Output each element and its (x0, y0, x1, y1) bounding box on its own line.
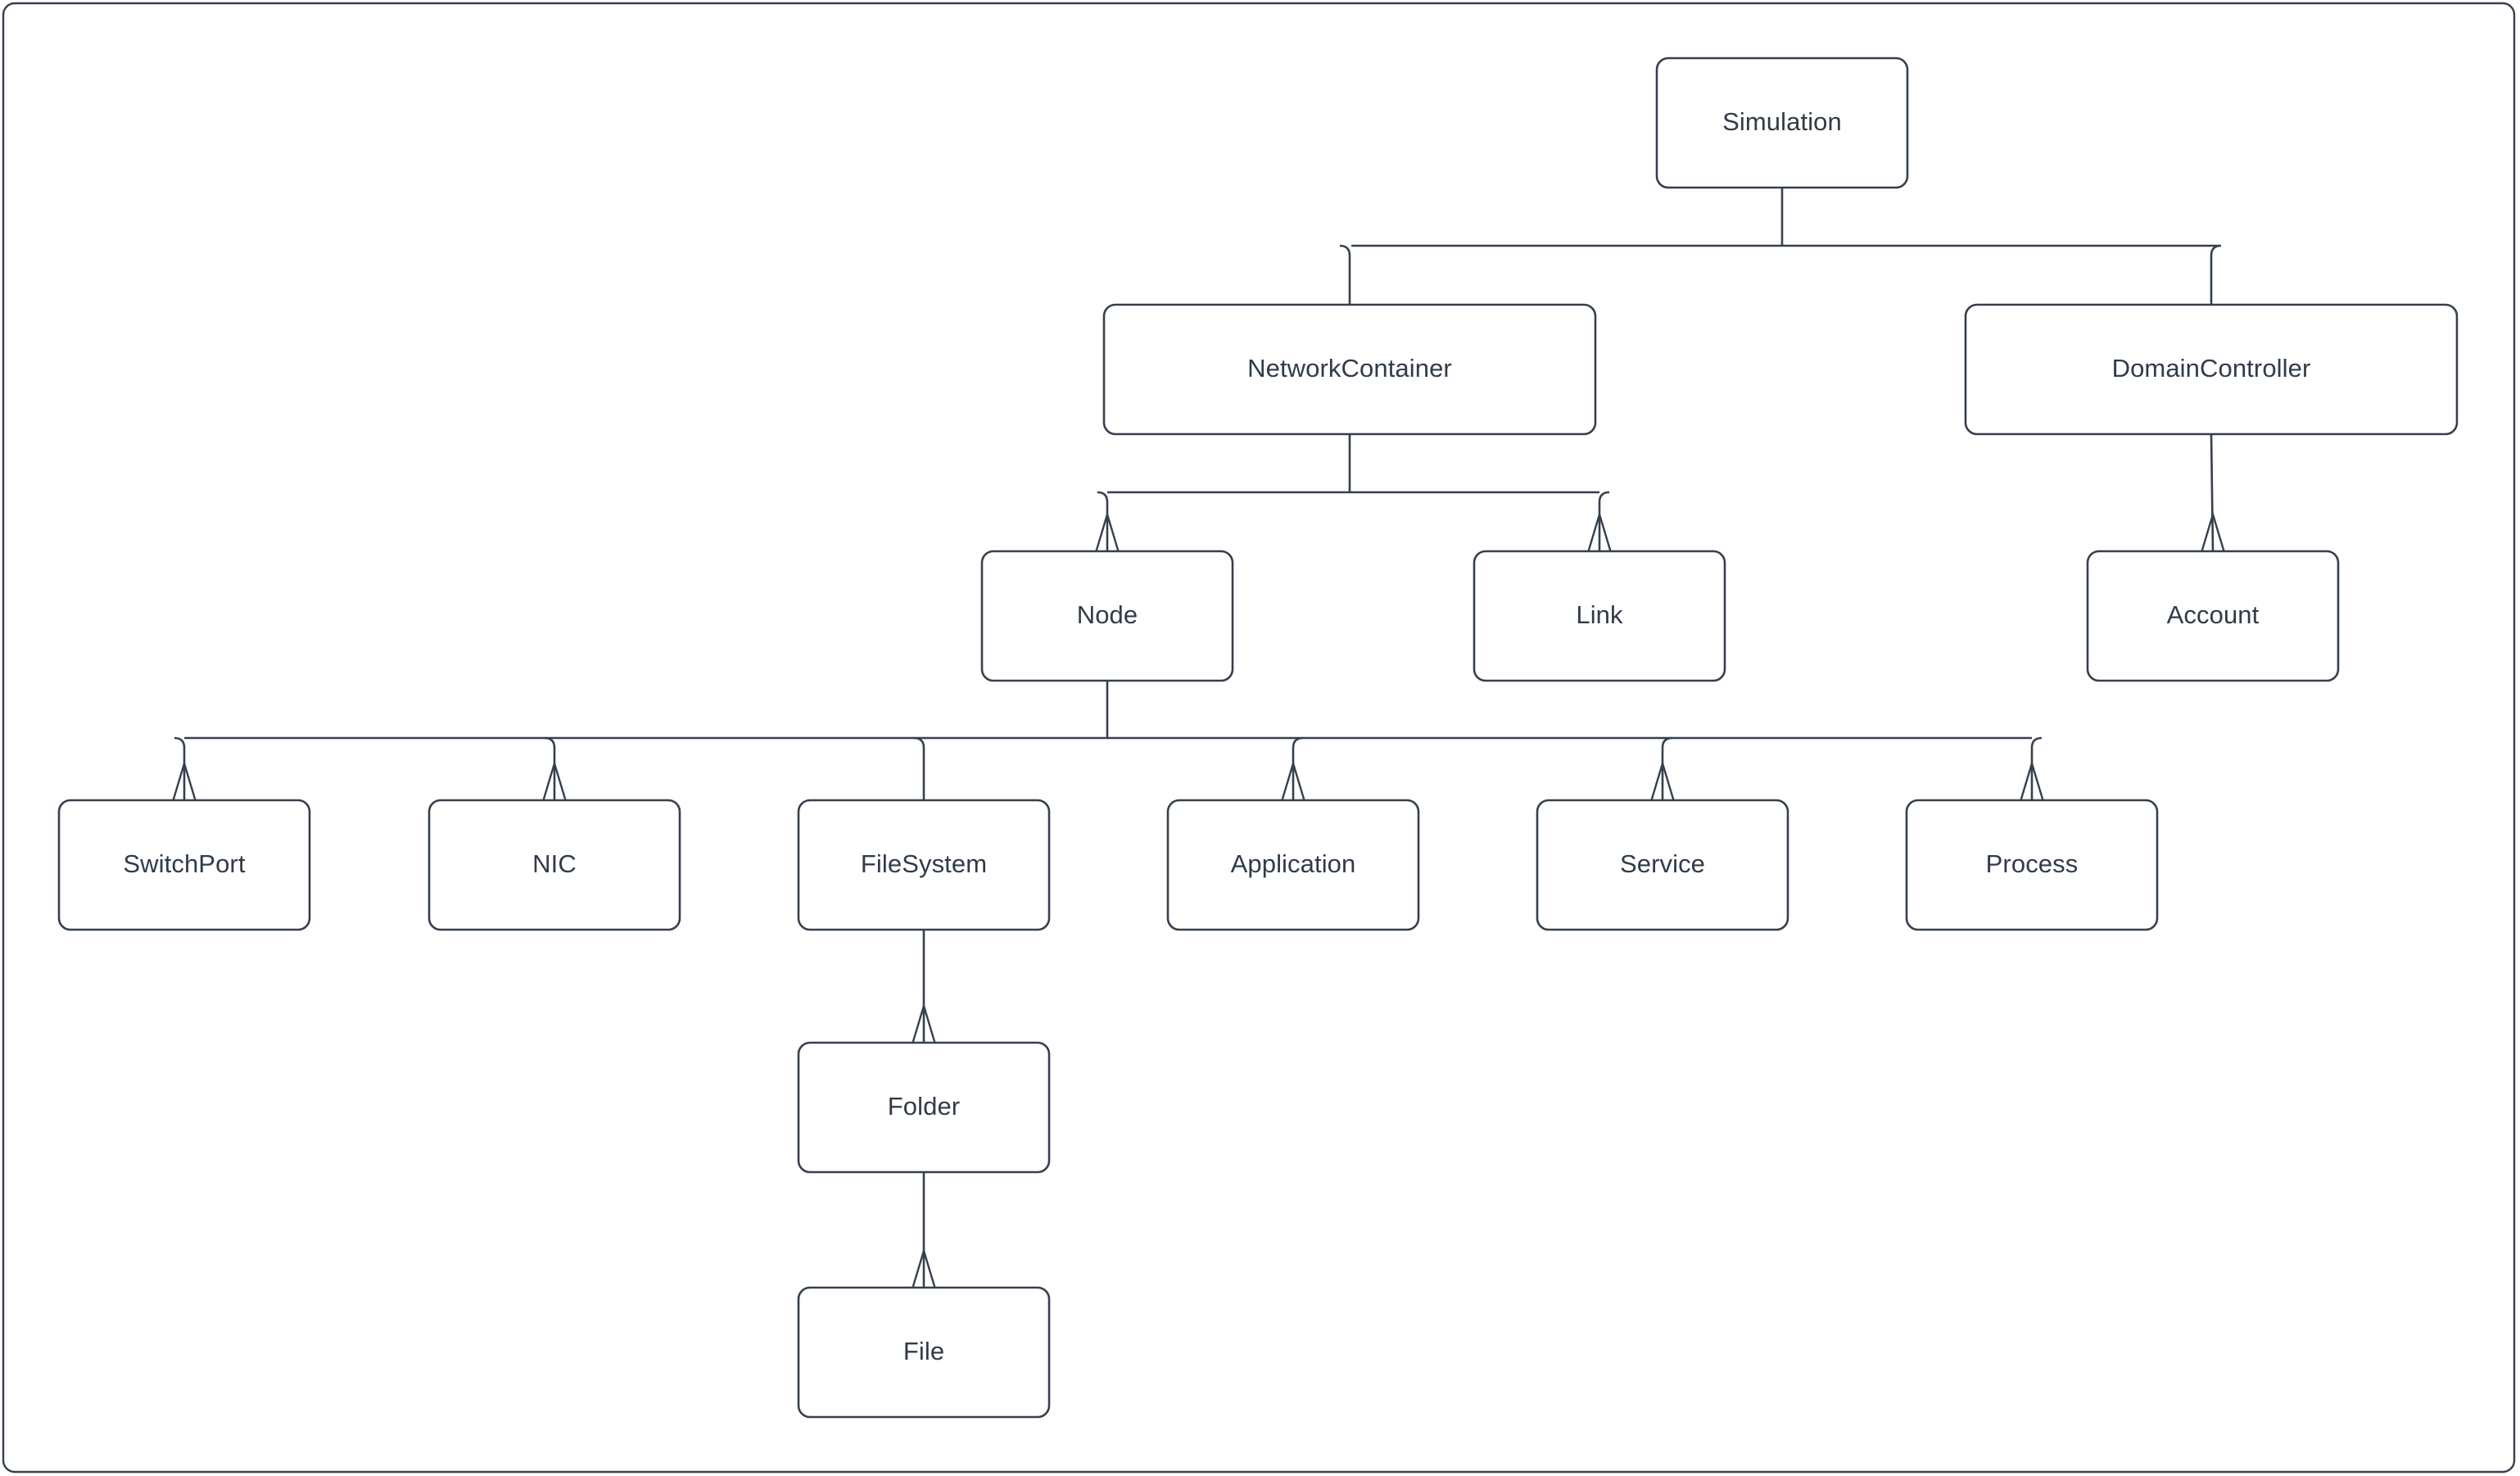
edge-node-to-switchport (172, 736, 197, 801)
class-node-filesystem[interactable]: FileSystem (797, 799, 1051, 931)
edge-drop (174, 736, 186, 800)
edge-drop (544, 736, 556, 800)
edge-drop (1339, 244, 1351, 305)
class-node-label-service: Service (1620, 849, 1705, 878)
class-node-box[interactable] (1905, 799, 2159, 931)
edge-drop (2030, 736, 2043, 800)
edge-group-bus-node (184, 681, 2032, 740)
class-node-nic[interactable]: NIC (428, 799, 681, 931)
class-node-label-domaincontroller: DomainController (2112, 354, 2311, 383)
class-node-label-networkcontainer: NetworkContainer (1247, 354, 1452, 383)
edge-node-to-process (2020, 736, 2044, 801)
class-node-application[interactable]: Application (1166, 799, 1420, 931)
class-node-simulation[interactable]: Simulation (1655, 57, 1909, 189)
generalization-arrow-icon (1650, 759, 1675, 801)
generalization-arrow-icon (1587, 510, 1612, 552)
edge-simulation-to-domaincontroller (2210, 244, 2222, 305)
class-node-label-switchport: SwitchPort (123, 849, 245, 878)
edge-node-to-nic (542, 736, 567, 801)
class-node-label-account: Account (2167, 600, 2260, 629)
class-node-switchport[interactable]: SwitchPort (57, 799, 311, 931)
class-node-box[interactable] (57, 799, 311, 931)
edge-drop (1292, 736, 1304, 800)
generalization-arrow-icon (2201, 510, 2225, 552)
generalization-arrow-icon (1095, 510, 1120, 552)
generalization-arrow-icon (2020, 759, 2044, 801)
generalization-arrow-icon (912, 1002, 936, 1044)
class-node-link[interactable]: Link (1473, 550, 1726, 682)
class-node-box[interactable] (797, 1286, 1051, 1419)
class-node-label-node: Node (1077, 600, 1138, 629)
class-node-domaincontroller[interactable]: DomainController (1964, 303, 2459, 436)
class-node-label-simulation: Simulation (1722, 107, 1842, 136)
edge-networkcontainer-to-link (1587, 491, 1612, 552)
generalization-arrow-icon (912, 1247, 936, 1288)
edge-drop (1661, 736, 1673, 800)
class-node-service[interactable]: Service (1536, 799, 1789, 931)
class-node-box[interactable] (1655, 57, 1909, 189)
class-node-box[interactable] (797, 1041, 1051, 1174)
class-node-box[interactable] (428, 799, 681, 931)
class-node-folder[interactable]: Folder (797, 1041, 1051, 1174)
class-node-box[interactable] (797, 799, 1051, 931)
edge-folder-to-file (912, 1172, 936, 1288)
class-node-box[interactable] (1473, 550, 1726, 682)
edge-drop (2210, 244, 2222, 305)
class-node-label-folder: Folder (888, 1092, 960, 1121)
class-node-process[interactable]: Process (1905, 799, 2159, 931)
edge-group-bus-simulation (1351, 188, 2219, 247)
edge-node-to-service (1650, 736, 1675, 801)
generalization-arrow-icon (1281, 759, 1305, 801)
class-node-box[interactable] (2086, 550, 2340, 682)
edge-networkcontainer-to-node (1095, 491, 1120, 552)
class-node-label-filesystem: FileSystem (861, 849, 987, 878)
class-node-label-nic: NIC (532, 849, 577, 878)
edge-drop (1598, 491, 1610, 551)
edge-group-bus-networkcontainer (1107, 434, 1599, 494)
class-node-account[interactable]: Account (2086, 550, 2340, 682)
class-node-label-file: File (903, 1337, 944, 1365)
edge-drop (913, 736, 925, 800)
class-node-file[interactable]: File (797, 1286, 1051, 1419)
edge-node-to-application (1281, 736, 1305, 801)
class-node-box[interactable] (980, 550, 1234, 682)
class-node-box[interactable] (1536, 799, 1789, 931)
class-node-label-application: Application (1231, 849, 1356, 878)
generalization-arrow-icon (172, 759, 197, 801)
class-node-networkcontainer[interactable]: NetworkContainer (1102, 303, 1597, 436)
edge-filesystem-to-folder (912, 930, 936, 1044)
edge-simulation-to-networkcontainer (1339, 244, 1351, 305)
edge-drop (1097, 491, 1109, 551)
class-node-box[interactable] (1102, 303, 1597, 436)
edges-layer (172, 188, 2225, 1288)
class-node-box[interactable] (1166, 799, 1420, 931)
class-node-node[interactable]: Node (980, 550, 1234, 682)
edge-node-to-filesystem (913, 736, 925, 800)
generalization-arrow-icon (542, 759, 567, 801)
class-node-box[interactable] (1964, 303, 2459, 436)
class-node-label-link: Link (1576, 600, 1623, 629)
edge-straight (2210, 433, 2215, 552)
edge-domaincontroller-to-account (2201, 433, 2225, 552)
class-node-label-process: Process (1986, 849, 2079, 878)
